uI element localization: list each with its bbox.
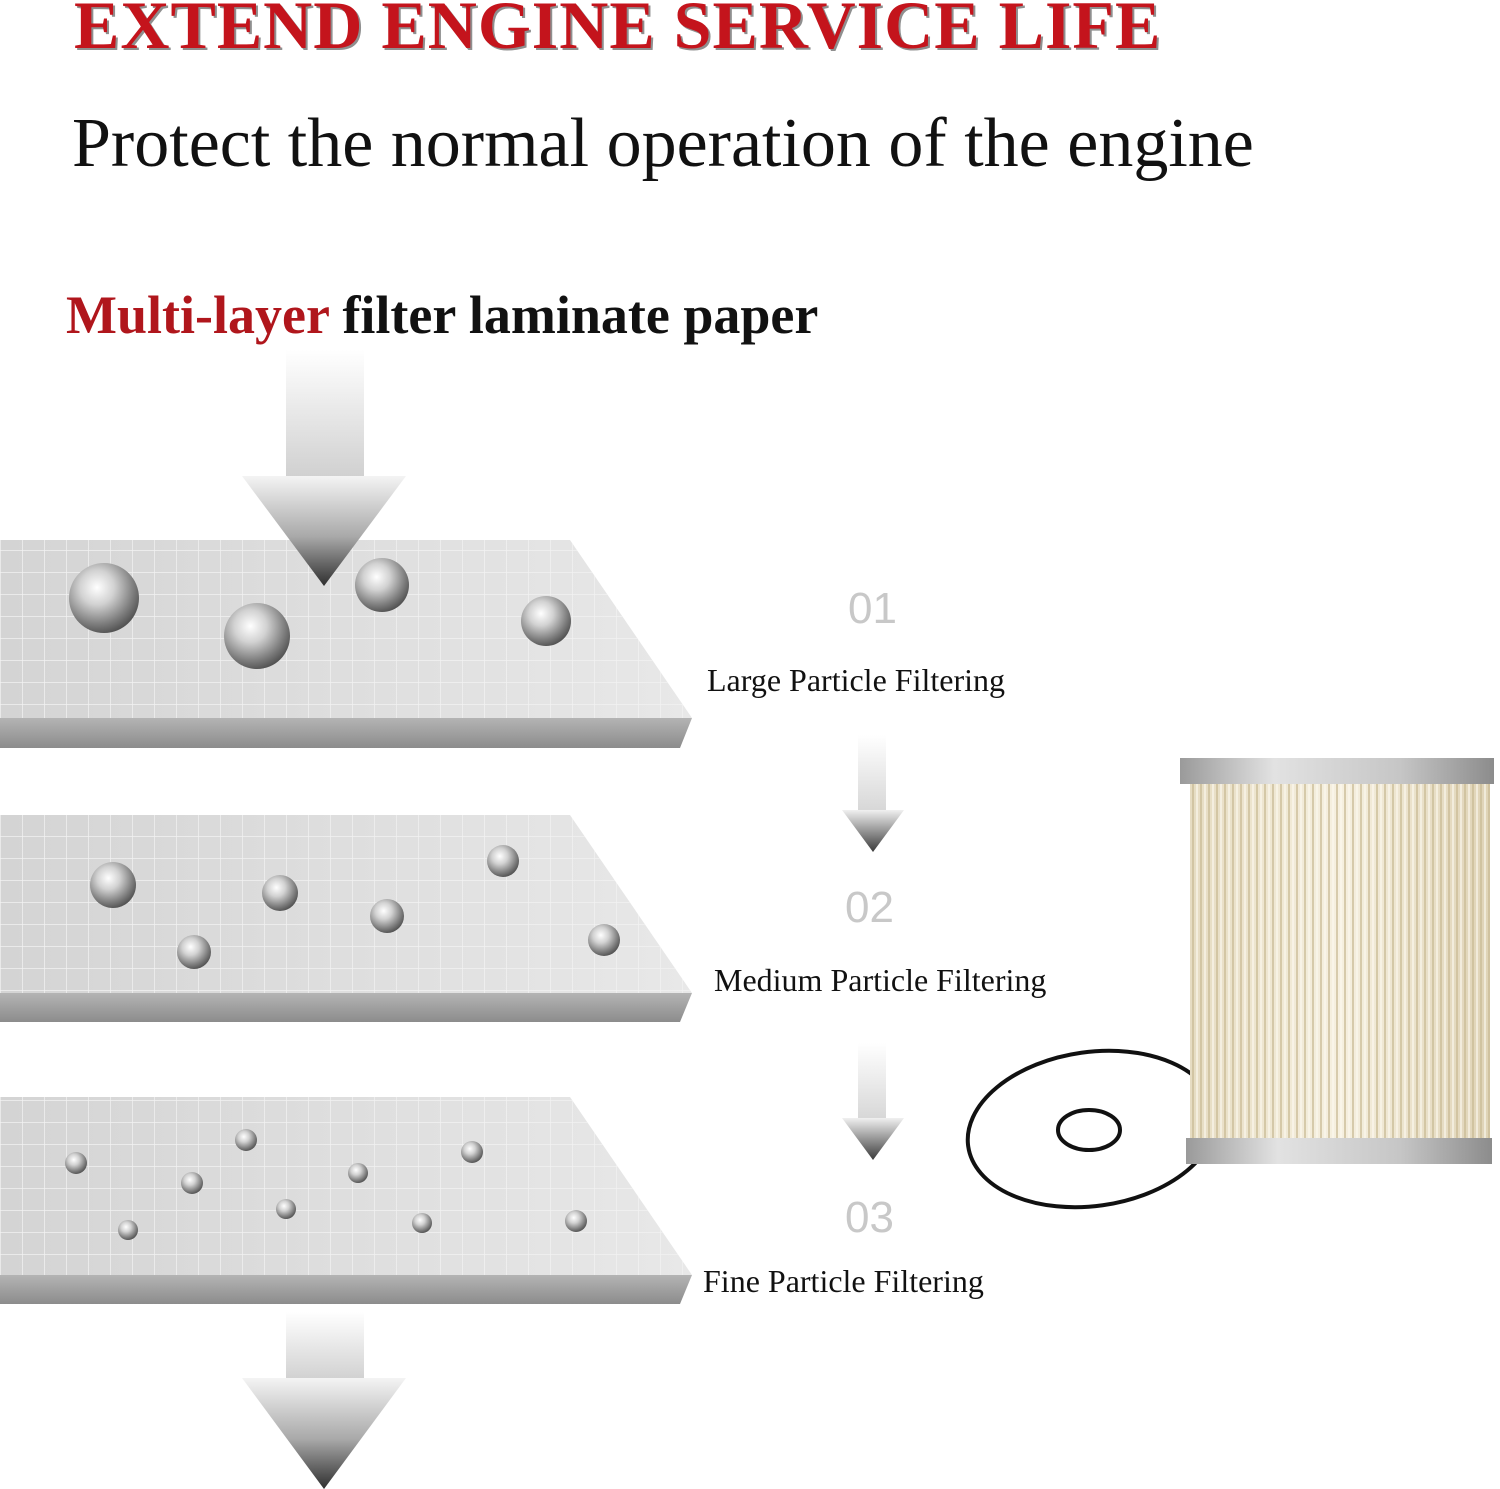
layer-heading: Multi-layer filter laminate paper — [66, 284, 818, 346]
water-droplet-icon — [69, 558, 571, 669]
filter-layer-2 — [0, 815, 692, 1022]
down-arrow-icon — [242, 1312, 406, 1489]
down-arrow-icon — [242, 350, 406, 586]
filter-layer-3 — [0, 1097, 692, 1304]
layer-heading-highlight: Multi-layer — [66, 285, 329, 345]
water-droplet-icon — [90, 845, 620, 969]
step-label-3: Fine Particle Filtering — [703, 1263, 984, 1299]
step-label-2: Medium Particle Filtering — [714, 962, 1047, 998]
step-label-1: Large Particle Filtering — [707, 662, 1005, 698]
o-ring-icon — [965, 1048, 1219, 1210]
subheadline: Protect the normal operation of the engi… — [72, 105, 1254, 182]
down-arrow-icon — [842, 1043, 904, 1160]
step-number-2: 02 — [845, 883, 894, 932]
step-number-1: 01 — [848, 584, 897, 633]
step-number-3: 03 — [845, 1193, 894, 1242]
layer-heading-rest: filter laminate paper — [328, 285, 819, 345]
headline: EXTEND ENGINE SERVICE LIFE — [74, 0, 1162, 63]
water-droplet-icon — [65, 1129, 587, 1240]
filter-layer-1 — [0, 540, 692, 748]
down-arrow-icon — [842, 735, 904, 852]
filter-cartridge-icon — [1180, 758, 1494, 1164]
